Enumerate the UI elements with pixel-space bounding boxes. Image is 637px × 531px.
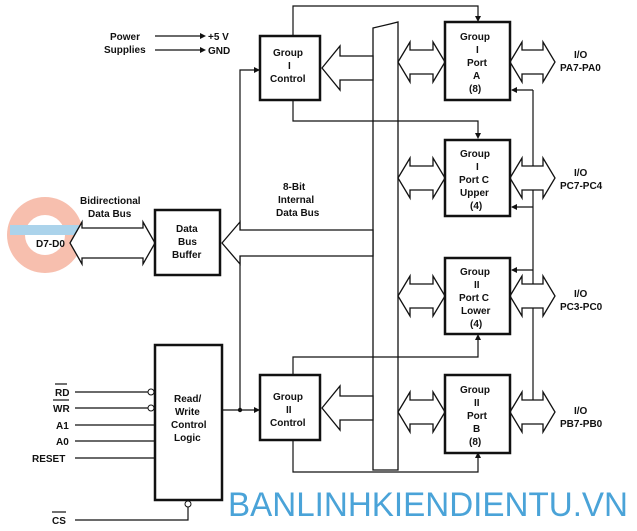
block-text: Lower bbox=[461, 306, 491, 317]
io-pins-a: PA7-PA0 bbox=[560, 63, 601, 74]
internal-bus-label-1: 8-Bit bbox=[283, 182, 306, 193]
external-data-bus-arrow bbox=[69, 219, 156, 267]
rw-text: Control bbox=[171, 420, 207, 431]
g2c-text: II bbox=[286, 405, 292, 416]
read-write-control-logic-block bbox=[153, 343, 224, 502]
rw-text: Read/ bbox=[174, 394, 201, 405]
d7-d0-label: D7-D0 bbox=[36, 239, 65, 250]
control-signals bbox=[52, 383, 192, 521]
buffer-text: Data bbox=[176, 224, 198, 235]
io-label-cl: I/O bbox=[574, 289, 588, 300]
supplies-label: Supplies bbox=[104, 45, 146, 56]
bus-to-group1-control-arrow bbox=[321, 44, 374, 92]
g1c-text: Group bbox=[273, 48, 303, 59]
watermark-logo bbox=[7, 197, 83, 273]
block-text: B bbox=[473, 424, 480, 435]
block-text: Group bbox=[460, 149, 490, 160]
buffer-text: Bus bbox=[178, 237, 197, 248]
reset-label: RESET bbox=[32, 454, 65, 465]
block-text: A bbox=[473, 71, 480, 82]
io-pins-b: PB7-PB0 bbox=[560, 419, 603, 430]
a1-label: A1 bbox=[56, 421, 69, 432]
gnd-label: GND bbox=[208, 46, 230, 57]
block-text: Group bbox=[460, 267, 490, 278]
io-pins-cl: PC3-PC0 bbox=[560, 302, 603, 313]
internal-data-bus-arrow bbox=[221, 220, 374, 266]
bus-to-group2-control-arrow bbox=[321, 384, 374, 432]
internal-bus-vertical bbox=[372, 21, 399, 471]
watermark-text: BANLINHKIENDIENTU.VN bbox=[228, 486, 628, 524]
internal-bus-label-2: Internal bbox=[278, 195, 314, 206]
power-label: Power bbox=[110, 32, 140, 43]
internal-bus-label-3: Data Bus bbox=[276, 208, 320, 219]
g1c-text: I bbox=[288, 61, 291, 72]
g2c-text: Control bbox=[270, 418, 306, 429]
g2c-text: Group bbox=[273, 392, 303, 403]
block-text: Port bbox=[467, 58, 488, 69]
data-bus-buffer-block bbox=[153, 208, 222, 277]
block-text: (4) bbox=[470, 201, 482, 212]
io-label-a: I/O bbox=[574, 50, 588, 61]
block-text: Port C bbox=[459, 175, 489, 186]
block-text: II bbox=[474, 280, 480, 291]
data-bus-label: Data Bus bbox=[88, 209, 132, 220]
bus-port-arrows bbox=[397, 39, 446, 435]
block-text: I bbox=[476, 162, 479, 173]
rw-text: Logic bbox=[174, 433, 201, 444]
vcc-label: +5 V bbox=[208, 32, 229, 43]
block-text: II bbox=[474, 398, 480, 409]
block-text: Upper bbox=[460, 188, 489, 199]
io-pins-cu: PC7-PC4 bbox=[560, 181, 603, 192]
a0-label: A0 bbox=[56, 437, 69, 448]
block-text: Group bbox=[460, 32, 490, 43]
io-label-cu: I/O bbox=[574, 168, 588, 179]
rd-label: RD bbox=[55, 388, 69, 399]
block-text: (8) bbox=[469, 437, 481, 448]
g1c-text: Control bbox=[270, 74, 306, 85]
block-text: (4) bbox=[470, 319, 482, 330]
block-text: Port bbox=[467, 411, 488, 422]
block-text: I bbox=[476, 45, 479, 56]
io-label-b: I/O bbox=[574, 406, 588, 417]
buffer-text: Buffer bbox=[172, 250, 202, 261]
block-text: Port C bbox=[459, 293, 489, 304]
block-text: (8) bbox=[469, 84, 481, 95]
wr-label: WR bbox=[53, 404, 70, 415]
bidirectional-label: Bidirectional bbox=[80, 196, 141, 207]
group2-control-block bbox=[258, 373, 322, 442]
group1-control-block bbox=[258, 34, 322, 102]
block-text: Group bbox=[460, 385, 490, 396]
rw-text: Write bbox=[175, 407, 200, 418]
cs-label: CS bbox=[52, 516, 66, 527]
port-io-arrows bbox=[509, 39, 556, 435]
